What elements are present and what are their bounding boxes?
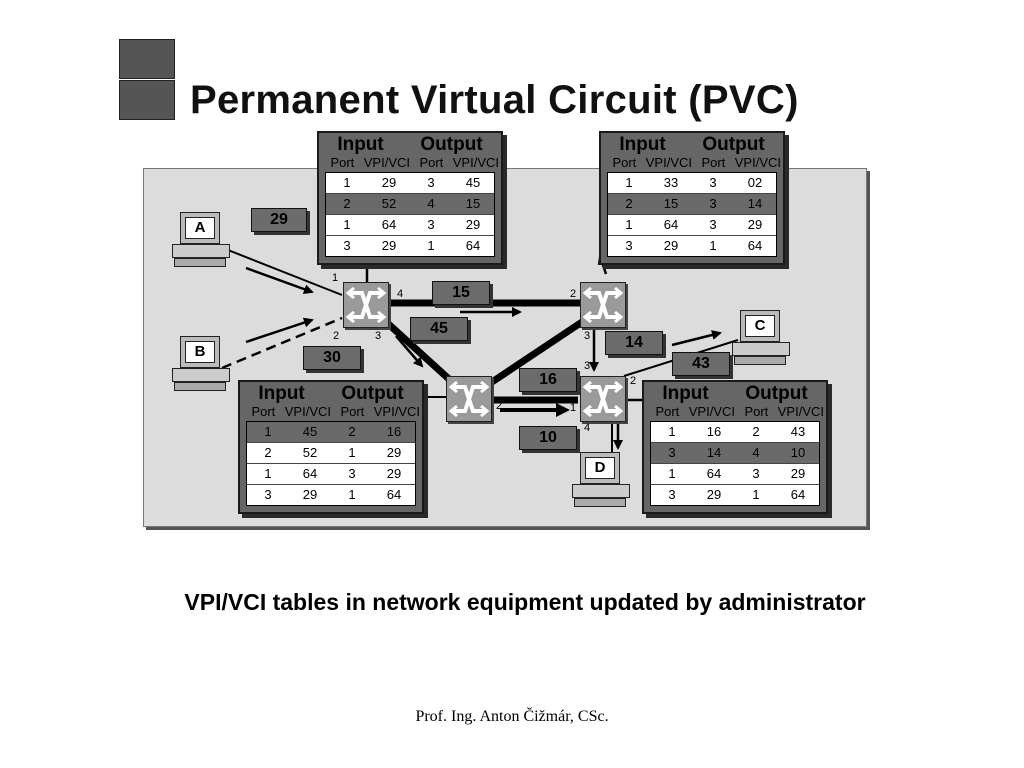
col-vpivci: VPI/VCI — [688, 404, 735, 419]
computer-icon: C — [740, 310, 780, 342]
col-vpivci: VPI/VCI — [645, 155, 692, 170]
host-d: D — [572, 452, 634, 514]
logo-square-bottom — [119, 80, 175, 120]
vci-label-45: 45 — [410, 317, 468, 341]
col-port: Port — [419, 155, 444, 170]
atm-switch-3 — [446, 376, 492, 422]
col-vpivci: VPI/VCI — [284, 404, 331, 419]
host-label: B — [185, 341, 215, 363]
port-number: 1 — [332, 272, 339, 284]
col-port: Port — [701, 155, 726, 170]
table-input-heading: Input — [337, 134, 384, 155]
computer-icon: A — [180, 212, 220, 244]
switch-icon — [582, 286, 624, 324]
col-port: Port — [744, 404, 769, 419]
host-a: A — [172, 212, 234, 274]
vci-label-29: 29 — [251, 208, 307, 232]
host-label: A — [185, 217, 215, 239]
switch-icon — [448, 380, 490, 418]
page-title: Permanent Virtual Circuit (PVC) — [190, 78, 799, 122]
switch-icon — [345, 286, 387, 324]
atm-switch-4 — [580, 376, 626, 422]
table-output-heading: Output — [420, 134, 483, 155]
table-input-heading: Input — [662, 383, 709, 404]
link-b-sw1 — [221, 316, 343, 370]
col-port: Port — [330, 155, 355, 170]
port-number: 1 — [570, 402, 577, 414]
col-port: Port — [655, 404, 680, 419]
trunk-sw1-sw3 — [381, 317, 453, 383]
col-vpivci: VPI/VCI — [734, 155, 781, 170]
atm-switch-1 — [343, 282, 389, 328]
port-number: 2 — [630, 375, 637, 387]
port-number: 4 — [584, 422, 591, 434]
flow-arrow-b — [245, 317, 314, 344]
port-number: 3 — [584, 330, 591, 342]
switch-icon — [582, 380, 624, 418]
table-output-heading: Output — [702, 134, 765, 155]
port-number: 3 — [375, 330, 382, 342]
col-vpivci: VPI/VCI — [363, 155, 410, 170]
vci-label-15: 15 — [432, 281, 490, 305]
port-number: 4 — [397, 288, 404, 300]
col-port: Port — [340, 404, 365, 419]
flow-arrow-sw4-c — [671, 330, 722, 347]
col-port: Port — [612, 155, 637, 170]
host-c: C — [732, 310, 794, 372]
col-port: Port — [251, 404, 276, 419]
port-number: 2 — [333, 330, 340, 342]
flow-arrow-45 — [395, 335, 424, 368]
vci-label-16: 16 — [519, 368, 577, 392]
atm-switch-2 — [580, 282, 626, 328]
table-output-heading: Output — [341, 383, 404, 404]
table-output-heading: Output — [745, 383, 808, 404]
port-number: 2 — [496, 400, 503, 412]
table-input-heading: Input — [258, 383, 305, 404]
link-a-sw1 — [227, 249, 343, 296]
slide-footer: Prof. Ing. Anton Čižmár, CSc. — [415, 708, 609, 725]
slide-caption: VPI/VCI tables in network equipment upda… — [184, 589, 866, 615]
host-label: D — [585, 457, 615, 479]
vci-label-14: 14 — [605, 331, 663, 355]
flow-arrow-a — [245, 266, 314, 294]
vci-label-30: 30 — [303, 346, 361, 370]
vci-label-43: 43 — [672, 352, 730, 376]
host-b: B — [172, 336, 234, 398]
table-input-heading: Input — [619, 134, 666, 155]
port-number: 2 — [570, 288, 577, 300]
col-vpivci: VPI/VCI — [373, 404, 420, 419]
vci-label-10: 10 — [519, 426, 577, 450]
computer-icon: B — [180, 336, 220, 368]
logo-square-top — [119, 39, 175, 79]
port-number: 3 — [584, 360, 591, 372]
col-vpivci: VPI/VCI — [452, 155, 499, 170]
col-vpivci: VPI/VCI — [777, 404, 824, 419]
computer-icon: D — [580, 452, 620, 484]
host-label: C — [745, 315, 775, 337]
trunk-sw3-sw2 — [490, 317, 587, 385]
